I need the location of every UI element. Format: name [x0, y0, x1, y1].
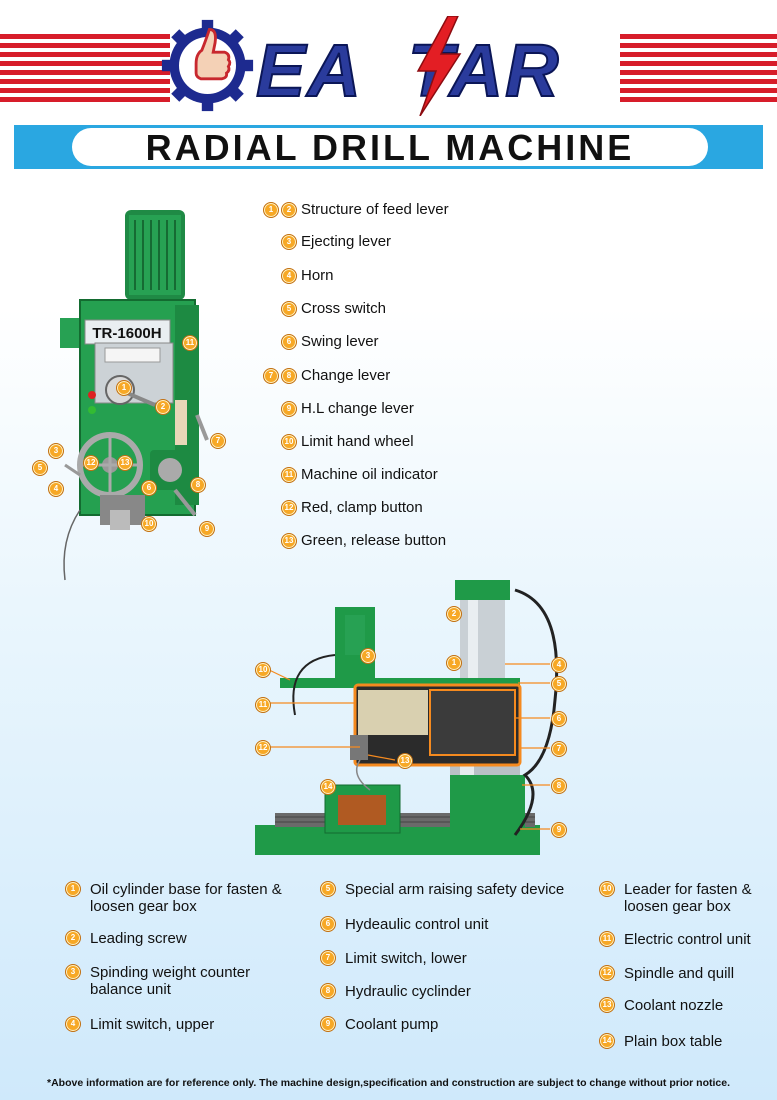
- callout-8: 8: [551, 778, 567, 794]
- callout-13: 13: [397, 753, 413, 769]
- callout-4: 4: [551, 657, 567, 673]
- callout-5: 5: [551, 676, 567, 692]
- callout-10: 10: [141, 516, 157, 532]
- callout-10: 10: [255, 662, 271, 678]
- callout-9: 9: [199, 521, 215, 537]
- list-item: Red, clamp button: [301, 499, 423, 516]
- callout-7: 7: [551, 741, 567, 757]
- callout-6: 6: [551, 711, 567, 727]
- callout-12: 12: [83, 455, 99, 471]
- callout-7: 7: [210, 433, 226, 449]
- lightning-bolt-icon: [416, 16, 462, 116]
- callout-5: 5: [32, 460, 48, 476]
- callout-3: 3: [360, 648, 376, 664]
- list-item: Horn: [301, 267, 334, 284]
- callout-9: 9: [551, 822, 567, 838]
- list-item: Swing lever: [301, 333, 379, 350]
- callout-14: 14: [320, 779, 336, 795]
- drill-head-illustration: TR-1600H: [60, 210, 209, 581]
- radial-drill-illustration: [255, 580, 559, 855]
- header-stripes-right: [620, 34, 777, 106]
- callout-13: 13: [117, 455, 133, 471]
- brand-logo: EA TAR: [160, 6, 620, 118]
- callout-1: 1: [446, 655, 462, 671]
- list-item: Green, release button: [301, 532, 447, 549]
- header-stripes-left: [0, 34, 170, 106]
- list-item: Limit hand wheel: [301, 433, 414, 450]
- page-title: RADIAL DRILL MACHINE: [72, 128, 708, 168]
- machine-panel-label: TR-1600H: [92, 325, 161, 342]
- callout-12: 12: [255, 740, 271, 756]
- list-item: Cross switch: [301, 300, 387, 317]
- callout-8: 8: [190, 477, 206, 493]
- footnote: *Above information are for reference onl…: [46, 1077, 730, 1089]
- list-item: H.L change lever: [301, 400, 414, 417]
- callout-1: 1: [116, 380, 132, 396]
- callout-11: 11: [255, 697, 271, 713]
- callout-2: 2: [446, 606, 462, 622]
- brand-wordmark: EA TAR: [255, 28, 561, 113]
- callout-6: 6: [141, 480, 157, 496]
- callout-11: 11: [182, 335, 198, 351]
- callout-4: 4: [48, 481, 64, 497]
- list-item: Change lever: [301, 367, 391, 384]
- callout-2: 2: [155, 399, 171, 415]
- thumbs-up-gear-icon: [161, 19, 254, 112]
- list-item: Structure of feed lever: [301, 201, 449, 218]
- list-item: Ejecting lever: [301, 233, 392, 250]
- list-item: Machine oil indicator: [301, 466, 438, 483]
- callout-3: 3: [48, 443, 64, 459]
